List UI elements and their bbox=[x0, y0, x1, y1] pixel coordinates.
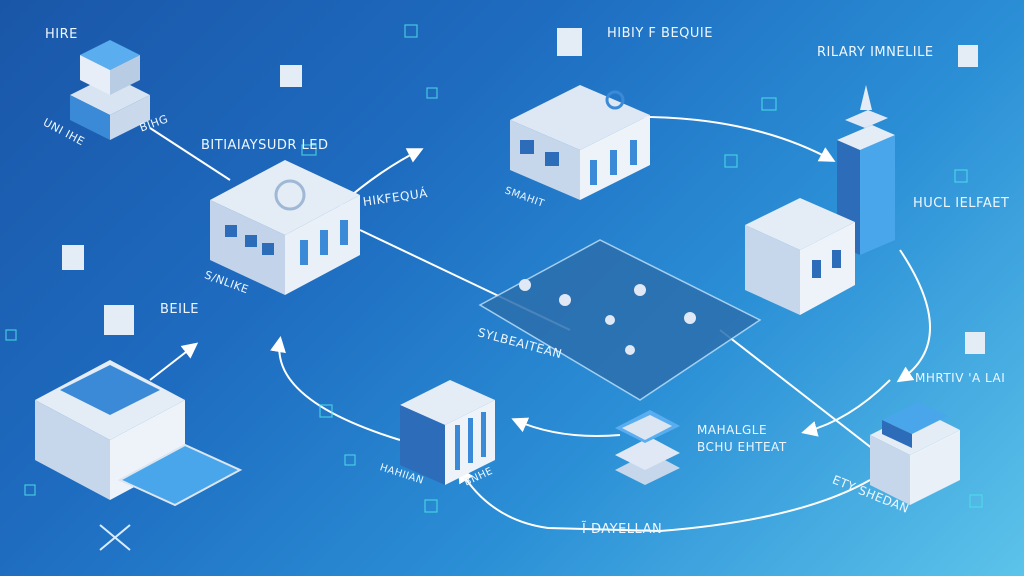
building-laptop bbox=[35, 360, 243, 551]
arrow-laptop bbox=[149, 342, 199, 381]
arrow-right-to-stack bbox=[801, 379, 891, 437]
label-left-mid: BEILE bbox=[160, 302, 199, 317]
small-cubes bbox=[62, 28, 985, 354]
label-bottom-center: Ĩ DAYELLAN bbox=[582, 522, 663, 537]
building-top-left bbox=[70, 40, 150, 140]
arrow-top-left bbox=[149, 127, 231, 181]
label-top-center: HIBIY F BEQUIE bbox=[607, 26, 713, 41]
label-top-right: RILARY IMNELILE bbox=[817, 45, 934, 60]
building-bottom-right bbox=[870, 402, 960, 505]
label-flow-title: BITIAIAYSUDR LED bbox=[201, 138, 329, 153]
arrow-stack-to-bottom bbox=[511, 417, 621, 437]
building-top-center bbox=[510, 85, 650, 200]
label-right-tower: HUCL IELFAET bbox=[913, 196, 1010, 211]
building-right-mid bbox=[745, 198, 855, 315]
arrow-left-loop bbox=[270, 336, 401, 441]
label-top-left: HIRE bbox=[45, 27, 78, 42]
label-stack-line2: BCHU EHTEAT bbox=[697, 440, 787, 454]
label-right-mid: MHRTIV 'A LAI bbox=[915, 371, 1006, 385]
arrow-tower-loop bbox=[896, 249, 931, 383]
building-bottom bbox=[400, 380, 495, 485]
decorative-glyphs bbox=[5, 24, 983, 513]
arrow-bottom-loop bbox=[457, 466, 871, 533]
label-stack-line1: MAHALGLE bbox=[697, 423, 768, 437]
server-stack bbox=[615, 410, 680, 485]
building-hub bbox=[210, 160, 360, 295]
central-platform bbox=[478, 239, 762, 401]
